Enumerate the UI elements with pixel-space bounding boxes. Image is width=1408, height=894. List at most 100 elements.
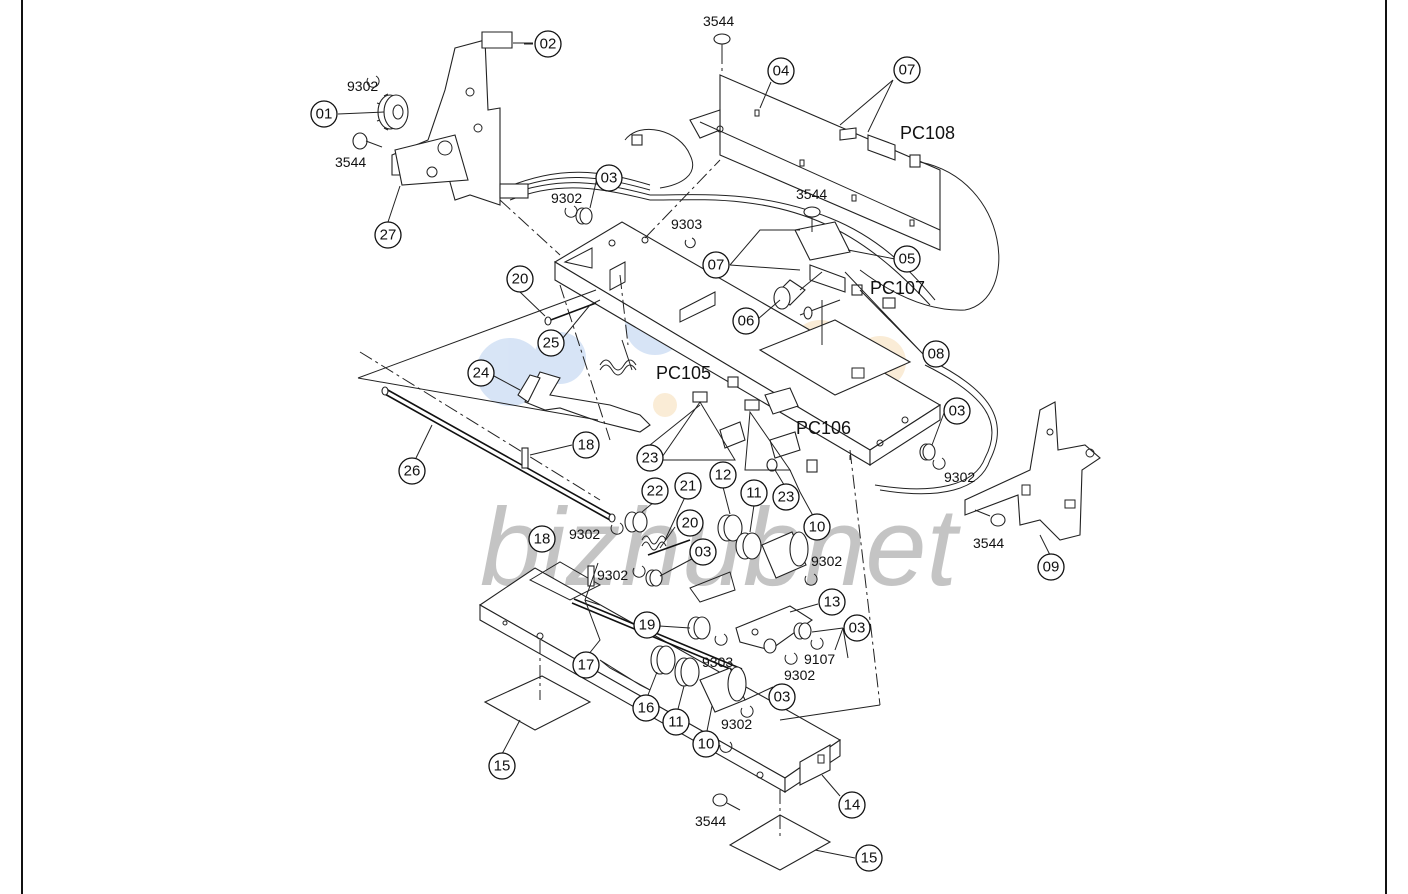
svg-text:16: 16 — [638, 700, 655, 717]
callout-10-top: 10 — [803, 513, 831, 541]
sensor-pc105 — [692, 376, 746, 449]
label-9302-d: 9302 — [597, 567, 628, 583]
callout-02: 02 — [534, 30, 562, 58]
label-3544-left: 3544 — [335, 154, 366, 170]
svg-text:20: 20 — [512, 271, 529, 288]
leader-lines — [337, 43, 1051, 859]
screw-bottom — [712, 793, 741, 811]
svg-text:03: 03 — [949, 403, 966, 420]
label-9107: 9107 — [804, 651, 835, 667]
gear-16 — [650, 645, 676, 675]
callout-20-low: 20 — [676, 509, 704, 537]
callout-16: 16 — [632, 694, 660, 722]
callout-07-mid: 07 — [702, 251, 730, 279]
label-9302-c: 9302 — [569, 526, 600, 542]
svg-text:11: 11 — [668, 714, 684, 731]
svg-text:23: 23 — [642, 450, 659, 467]
callout-11-top: 11 — [740, 479, 768, 507]
bushing-03-mid — [645, 569, 663, 587]
svg-text:09: 09 — [1043, 559, 1060, 576]
part-number-labels: 3544 9302 3544 9302 3544 9303 9302 3544 … — [335, 13, 1004, 829]
component-06 — [773, 279, 806, 310]
svg-text:15: 15 — [861, 850, 878, 867]
label-9302-f: 9302 — [784, 667, 815, 683]
callout-07-top: 07 — [893, 56, 921, 84]
callout-26: 26 — [398, 457, 426, 485]
svg-text:18: 18 — [578, 437, 595, 454]
sensor-bracket-05 — [794, 206, 896, 309]
callout-19: 19 — [633, 611, 661, 639]
callout-11-low: 11 — [662, 708, 690, 736]
shaft-26 — [381, 386, 616, 523]
callout-05: 05 — [893, 245, 921, 273]
callout-12: 12 — [709, 461, 737, 489]
gear-12 — [717, 514, 743, 542]
callout-03-mid: 03 — [689, 538, 717, 566]
svg-text:14: 14 — [844, 797, 861, 814]
svg-text:27: 27 — [380, 227, 397, 244]
e-ring-9303-top — [684, 237, 696, 249]
svg-text:23: 23 — [778, 489, 795, 506]
gear-01 — [376, 93, 409, 131]
callout-03-low: 03 — [768, 683, 796, 711]
svg-text:08: 08 — [928, 346, 945, 363]
svg-text:01: 01 — [316, 106, 333, 123]
svg-text:03: 03 — [695, 544, 712, 561]
pin-18-low — [587, 565, 595, 587]
svg-text:03: 03 — [774, 689, 791, 706]
svg-text:26: 26 — [404, 463, 421, 480]
gear-11-top — [735, 532, 762, 560]
callout-15-left: 15 — [488, 752, 516, 780]
side-frame-09 — [964, 401, 1101, 541]
bushing-22 — [624, 511, 648, 533]
sensor-labels: PC105 PC106 PC107 PC108 — [656, 123, 955, 438]
pad-15-right — [728, 790, 832, 871]
label-9302-b: 9302 — [551, 190, 582, 206]
svg-text:03: 03 — [849, 620, 866, 637]
callout-09: 09 — [1037, 553, 1065, 581]
callout-18-top: 18 — [572, 431, 600, 459]
label-3544-mid: 3544 — [796, 186, 827, 202]
callout-25: 25 — [537, 329, 565, 357]
sensor-pc106 — [744, 387, 818, 473]
svg-text:04: 04 — [773, 63, 790, 80]
callout-24: 24 — [467, 359, 495, 387]
pin-20-low — [647, 539, 691, 556]
label-9302-right: 9302 — [944, 469, 975, 485]
screw-left — [352, 132, 383, 150]
callout-03-top: 03 — [595, 164, 623, 192]
label-pc106: PC106 — [796, 418, 851, 438]
shaft-17 — [571, 598, 743, 674]
bushing-03-right — [919, 443, 936, 461]
label-9302-a: 9302 — [347, 78, 378, 94]
svg-text:19: 19 — [639, 617, 656, 634]
svg-text:10: 10 — [698, 736, 715, 753]
pad-15-left — [483, 640, 592, 731]
label-9302-e: 9302 — [811, 553, 842, 569]
gear-11-low — [674, 657, 700, 687]
callout-23-left: 23 — [636, 444, 664, 472]
actuator-pin — [799, 299, 841, 345]
callout-15-right: 15 — [855, 844, 883, 872]
label-3544-right: 3544 — [973, 535, 1004, 551]
e-ring-01 — [366, 75, 380, 88]
svg-text:07: 07 — [899, 62, 916, 79]
spring-25 — [599, 339, 637, 376]
callout-01: 01 — [310, 100, 338, 128]
pin-18-top — [521, 447, 529, 469]
label-3544-top: 3544 — [703, 13, 734, 29]
label-pc105: PC105 — [656, 363, 711, 383]
svg-text:17: 17 — [578, 657, 595, 674]
callout-20-top: 20 — [506, 265, 534, 293]
svg-text:21: 21 — [680, 478, 697, 495]
svg-text:12: 12 — [715, 467, 732, 484]
callout-03-right-low: 03 — [843, 614, 871, 642]
bracket-13 — [735, 605, 813, 651]
svg-text:03: 03 — [601, 170, 618, 187]
pin-20-top — [544, 302, 597, 326]
svg-text:06: 06 — [738, 313, 755, 330]
callout-17: 17 — [572, 651, 600, 679]
callout-23-right: 23 — [772, 483, 800, 511]
screw-top — [713, 33, 731, 54]
